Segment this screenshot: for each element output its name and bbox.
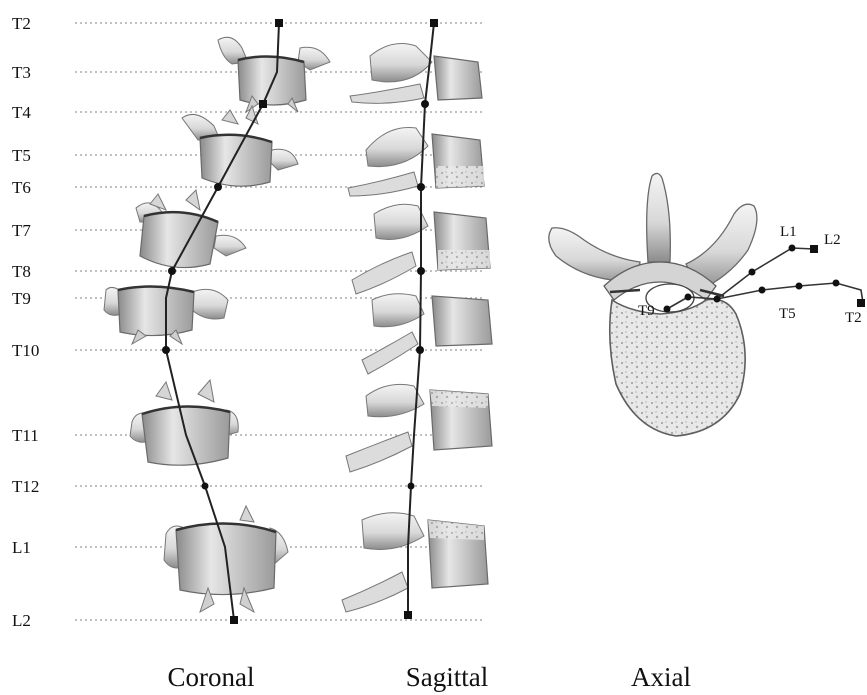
caption-coronal: Coronal: [168, 662, 255, 692]
axial-label-t5: T5: [779, 306, 796, 322]
level-label-t12: T12: [12, 477, 39, 496]
level-labels: T2 T3 T4 T5 T6 T7 T8 T9 T10 T11 T12 L1 L…: [12, 14, 39, 630]
level-label-t4: T4: [12, 103, 31, 122]
level-label-t8: T8: [12, 262, 31, 281]
axial-label-l2: L2: [824, 232, 841, 248]
level-label-t6: T6: [12, 178, 31, 197]
axial-label-t2: T2: [845, 310, 862, 326]
level-label-t10: T10: [12, 341, 39, 360]
sagittal-view: [342, 19, 492, 619]
sagittal-vertebra-l1: [342, 513, 488, 612]
axial-view: L1 L2 T9 T5 T2: [549, 173, 865, 436]
level-label-t5: T5: [12, 146, 31, 165]
coronal-view: [104, 19, 330, 624]
sagittal-vertebra-t11: [346, 384, 492, 472]
sagittal-vertebra-t5: [348, 127, 484, 196]
coronal-vertebra-t7: [136, 190, 246, 268]
caption-sagittal: Sagittal: [406, 662, 489, 692]
sagittal-vertebra-t3: [350, 44, 482, 104]
level-label-t3: T3: [12, 63, 31, 82]
caption-axial: Axial: [631, 662, 691, 692]
axial-spinous-process: [647, 173, 671, 262]
level-label-t9: T9: [12, 289, 31, 308]
sagittal-vertebra-t9: [362, 294, 492, 374]
level-label-l2: L2: [12, 611, 31, 630]
axial-label-l1: L1: [780, 224, 797, 240]
axial-vertebral-body: [610, 299, 745, 436]
axial-label-t9: T9: [638, 303, 655, 319]
coronal-vertebra-t11: [130, 380, 238, 465]
level-label-t11: T11: [12, 426, 39, 445]
level-label-t2: T2: [12, 14, 31, 33]
coronal-vertebra-t3: [218, 37, 330, 112]
level-label-t7: T7: [12, 221, 31, 240]
level-label-l1: L1: [12, 538, 31, 557]
